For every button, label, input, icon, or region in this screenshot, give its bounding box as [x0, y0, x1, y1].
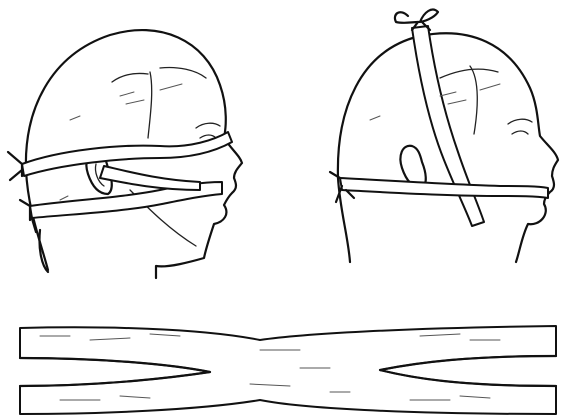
upper-strap	[22, 132, 232, 176]
sling-bandage-flat	[20, 326, 556, 414]
head-profile-sling-bandage	[8, 30, 242, 278]
eye	[508, 119, 532, 134]
head-profile-crown-tie	[330, 10, 558, 262]
eye	[196, 123, 220, 138]
cross-strap	[100, 166, 200, 190]
horizontal-strap	[340, 178, 548, 198]
upper-knot	[8, 152, 22, 180]
hairline	[112, 67, 206, 138]
